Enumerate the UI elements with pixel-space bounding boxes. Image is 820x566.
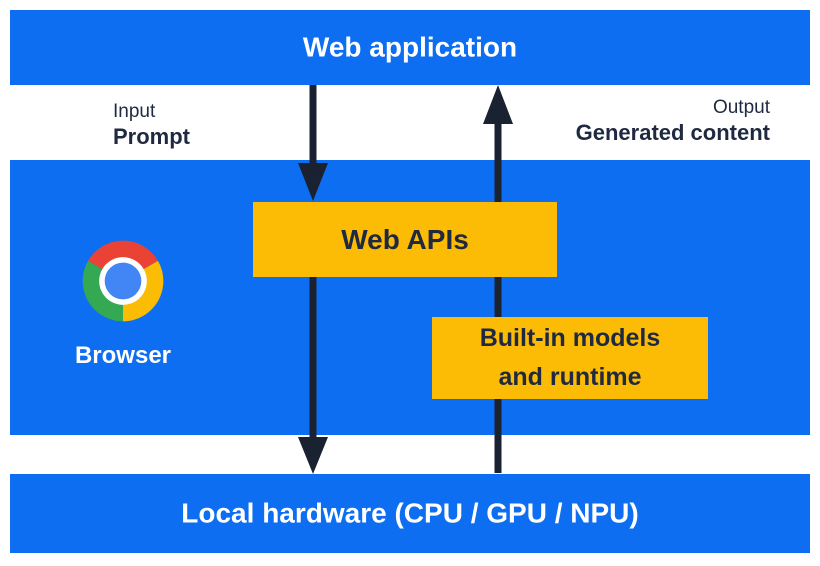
web-application-label: Web application — [302, 30, 518, 62]
builtin-models-label-line1: Built-in models — [479, 324, 661, 352]
web-apis-box: Web APIs — [253, 202, 557, 277]
local-hardware-label: Local hardware (CPU / GPU / NPU) — [181, 496, 639, 528]
output-value: Generated content — [575, 120, 770, 145]
input-label-group: Input Prompt — [113, 101, 190, 149]
chrome-logo-icon — [82, 240, 164, 322]
builtin-models-box: Built-in models and runtime — [432, 317, 708, 399]
browser-label: Browser — [74, 342, 172, 369]
output-title: Output — [712, 97, 770, 118]
local-hardware-band: Local hardware (CPU / GPU / NPU) — [10, 474, 810, 553]
input-title: Input — [113, 101, 156, 122]
web-apis-label: Web APIs — [341, 223, 469, 255]
builtin-models-label-line2: and runtime — [498, 363, 642, 391]
output-label-group: Output Generated content — [576, 97, 770, 145]
web-application-band: Web application — [10, 10, 810, 85]
input-value: Prompt — [113, 124, 190, 149]
